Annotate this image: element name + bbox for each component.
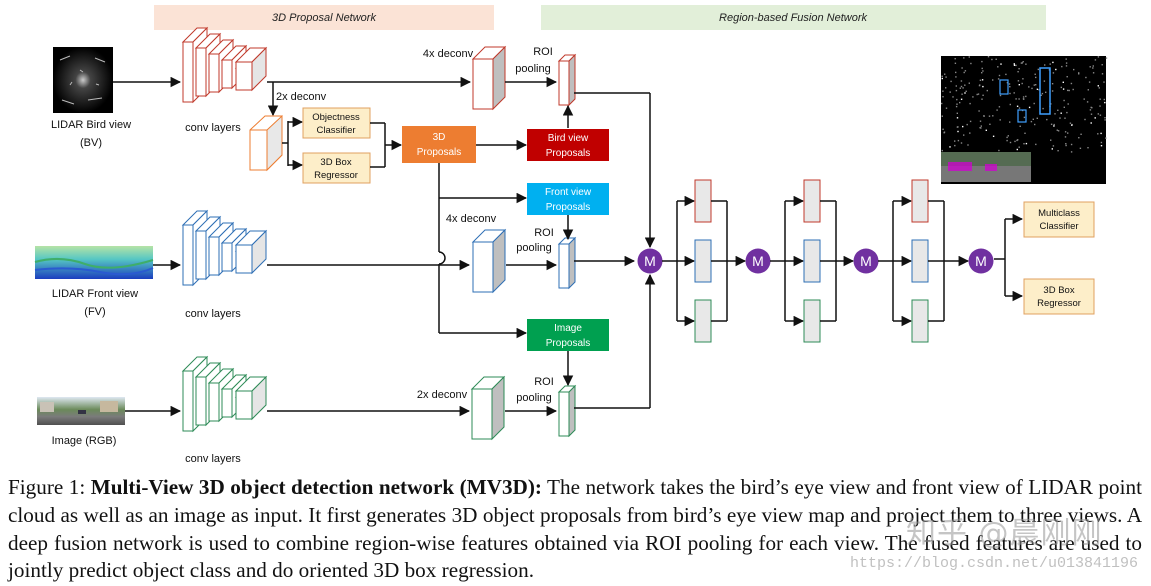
- svg-text:M: M: [975, 253, 987, 269]
- caption-prefix: Figure 1:: [8, 475, 91, 499]
- svg-text:3D Box: 3D Box: [320, 157, 351, 168]
- rgb-image: [37, 397, 125, 425]
- merge-node: M: [637, 248, 663, 274]
- fusion-feature: [911, 239, 929, 283]
- roi-pooling-label-rgb: pooling: [516, 392, 551, 404]
- roi-slab: [557, 53, 577, 107]
- multiclass-classifier-box: Multiclass Classifier: [1023, 201, 1095, 238]
- fusion-network-header: Region-based Fusion Network: [541, 5, 1046, 30]
- svg-text:Proposals: Proposals: [546, 338, 590, 349]
- fusion-feature: [694, 299, 712, 343]
- image-deconv-block: [470, 375, 506, 441]
- front-view-roi-features: [557, 236, 577, 290]
- front-view-image: [34, 246, 154, 279]
- svg-text:Proposals: Proposals: [417, 147, 461, 158]
- svg-text:Proposals: Proposals: [546, 202, 590, 213]
- deconv-2x-label-rgb: 2x deconv: [417, 389, 468, 401]
- fusion-feature: [694, 239, 712, 283]
- objectness-classifier-box: Objectness Classifier: [302, 107, 371, 139]
- merge-node: M: [745, 248, 771, 274]
- fusion-feature: [803, 239, 821, 283]
- proposal-feature-block: [249, 114, 283, 172]
- bird-view-conv-stack: [181, 26, 268, 104]
- svg-text:3D: 3D: [433, 132, 446, 143]
- svg-text:Regressor: Regressor: [314, 170, 358, 181]
- deconv-2x-label-top: 2x deconv: [276, 91, 327, 103]
- svg-text:3D Box: 3D Box: [1043, 285, 1074, 296]
- fusion-feature: [911, 299, 929, 343]
- merge-node: M: [968, 248, 994, 274]
- deconv-4x-label-bv: 4x deconv: [423, 48, 474, 60]
- conv-layer-final: [234, 375, 268, 421]
- 3d-proposals-box: 3D Proposals: [402, 126, 476, 163]
- image-conv-stack: [181, 355, 268, 433]
- svg-text:M: M: [860, 253, 872, 269]
- svg-text:M: M: [752, 253, 764, 269]
- deconv-slab: [470, 375, 506, 441]
- bird-view-proposals-box: Bird view Proposals: [527, 129, 609, 161]
- proposal-network-header: 3D Proposal Network: [154, 5, 494, 30]
- merge-node: M: [853, 248, 879, 274]
- roi-label-fv: ROI: [534, 227, 554, 239]
- roi-slab: [557, 384, 577, 438]
- svg-text:3D Proposal Network: 3D Proposal Network: [272, 12, 376, 24]
- conv-layer-final: [234, 46, 268, 92]
- proposal-box-regressor: 3D Box Regressor: [302, 152, 371, 184]
- image-conv-label: conv layers: [185, 453, 241, 465]
- fusion-feature: [694, 179, 712, 223]
- fusion-feature: [911, 179, 929, 223]
- front-view-deconv-block: [471, 228, 507, 294]
- fusion-feature: [803, 179, 821, 223]
- roi-label-rgb: ROI: [534, 376, 554, 388]
- image-roi-features: [557, 384, 577, 438]
- csdn-url-watermark: https://blog.csdn.net/u013841196: [850, 555, 1139, 572]
- image-proposals-box: Image Proposals: [527, 319, 609, 351]
- bird-view-deconv-block: [471, 45, 507, 111]
- bird-view-conv-label: conv layers: [185, 122, 241, 134]
- deconv-slab: [471, 228, 507, 294]
- bird-view-image: [53, 47, 113, 113]
- bird-view-roi-features: [557, 53, 577, 107]
- svg-text:Classifier: Classifier: [316, 125, 355, 136]
- svg-text:Bird view: Bird view: [548, 133, 589, 144]
- front-view-conv-label: conv layers: [185, 308, 241, 320]
- fusion-feature: [803, 299, 821, 343]
- front-view-conv-stack: [181, 209, 268, 287]
- svg-text:Front view: Front view: [545, 187, 592, 198]
- svg-text:M: M: [644, 253, 656, 269]
- svg-text:Multiclass: Multiclass: [1038, 208, 1080, 219]
- roi-label-bv: ROI: [533, 46, 553, 58]
- conv-layer-final: [234, 229, 268, 275]
- front-view-abbr: (FV): [84, 306, 105, 318]
- front-view-label: LIDAR Front view: [52, 288, 138, 300]
- detection-result-image: [941, 56, 1108, 184]
- roi-slab: [557, 236, 577, 290]
- svg-text:Region-based Fusion Network: Region-based Fusion Network: [719, 12, 867, 24]
- svg-text:Objectness: Objectness: [312, 112, 360, 123]
- bird-view-abbr: (BV): [80, 137, 102, 149]
- front-view-proposals-box: Front view Proposals: [527, 183, 609, 215]
- deconv-4x-label-fv: 4x deconv: [446, 213, 497, 225]
- rgb-image-label: Image (RGB): [52, 435, 117, 447]
- deconv-slab: [471, 45, 507, 111]
- zhihu-watermark: 知乎 @晨刚刚: [906, 516, 1103, 551]
- caption-bold-title: Multi-View 3D object detection network (…: [90, 475, 542, 499]
- bird-view-label: LIDAR Bird view: [51, 119, 131, 131]
- roi-pooling-label-fv: pooling: [516, 242, 551, 254]
- svg-text:Classifier: Classifier: [1039, 221, 1078, 232]
- mv3d-architecture-diagram: 3D Proposal Network Region-based Fusion …: [34, 5, 1108, 465]
- roi-pooling-label-bv: pooling: [515, 63, 550, 75]
- svg-text:Proposals: Proposals: [546, 148, 590, 159]
- caption-body: The network takes the bird’s eye view an…: [8, 475, 1142, 583]
- svg-text:Image: Image: [554, 323, 582, 334]
- svg-text:Regressor: Regressor: [1037, 298, 1081, 309]
- final-box-regressor: 3D Box Regressor: [1023, 278, 1095, 315]
- figure-caption: Figure 1: Multi-View 3D object detection…: [8, 474, 1142, 585]
